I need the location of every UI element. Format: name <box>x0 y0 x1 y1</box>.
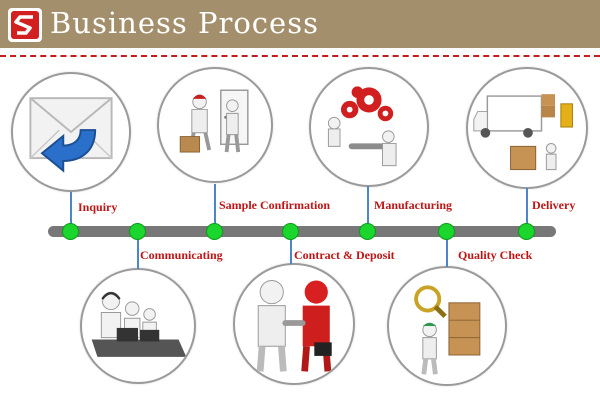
sample-confirmation-illustration <box>157 67 273 183</box>
node-communicating <box>129 223 146 240</box>
manufacturing-illustration <box>309 67 429 187</box>
quality-check-illustration <box>387 266 507 386</box>
connector-quality-check <box>446 237 448 267</box>
node-inquiry <box>62 223 79 240</box>
company-logo <box>8 8 42 42</box>
node-quality-check <box>438 223 455 240</box>
connector-contract-deposit <box>290 237 292 264</box>
handshake-icon <box>235 265 353 383</box>
connector-communicating <box>137 237 139 269</box>
step-label-communicating: Communicating <box>140 248 223 262</box>
process-timeline <box>48 226 556 237</box>
dashed-divider <box>0 55 600 57</box>
step-label-inquiry: Inquiry <box>78 200 117 214</box>
contract-deposit-illustration <box>233 263 355 385</box>
sample-delivery-icon <box>159 69 271 181</box>
step-label-delivery: Delivery <box>532 198 575 212</box>
delivery-illustration <box>466 67 588 189</box>
node-manufacturing <box>359 223 376 240</box>
connector-delivery <box>526 188 528 228</box>
gears-workers-icon <box>311 69 427 185</box>
envelope-return-icon <box>13 74 129 190</box>
page-title: Business Process <box>50 4 319 42</box>
node-delivery <box>518 223 535 240</box>
inquiry-illustration <box>11 72 131 192</box>
connector-manufacturing <box>367 186 369 228</box>
connector-sample-confirmation <box>214 184 216 228</box>
truck-forklift-icon <box>468 69 586 187</box>
communicating-illustration <box>80 268 196 384</box>
inspection-icon <box>389 268 505 384</box>
call-center-icon <box>82 270 194 382</box>
step-label-quality-check: Quality Check <box>458 248 532 262</box>
step-label-contract-deposit: Contract & Deposit <box>294 248 395 262</box>
step-label-sample-confirmation: Sample Confirmation <box>219 198 330 212</box>
node-sample-confirmation <box>206 223 223 240</box>
header-bar: Business Process <box>0 0 600 48</box>
step-label-manufacturing: Manufacturing <box>374 198 452 212</box>
node-contract-deposit <box>282 223 299 240</box>
